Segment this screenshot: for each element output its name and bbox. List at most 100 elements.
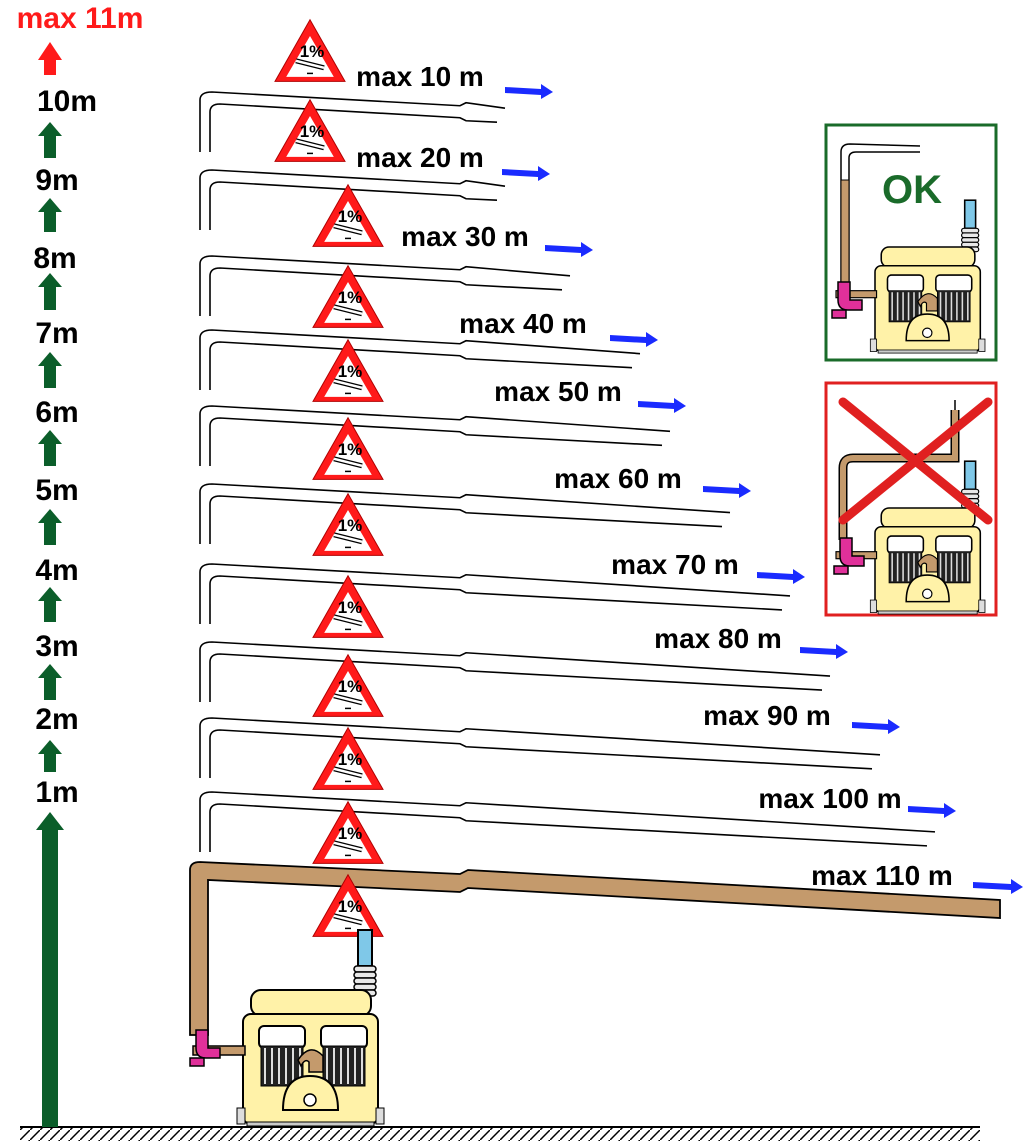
length-label: max 50 m <box>494 376 622 407</box>
pump-icon <box>835 199 986 354</box>
height-scale: max 11m 10m 9m 8m 7m 6m 5m 4m 3m 2m 1m <box>17 2 144 1127</box>
flow-direction-arrow <box>610 332 658 347</box>
height-label-6m: 6m <box>35 396 78 429</box>
height-arrow <box>38 430 62 466</box>
slope-warning-icon: 1% <box>312 183 384 247</box>
slope-percent: 1% <box>338 288 363 307</box>
slope-percent: 1% <box>338 207 363 226</box>
height-label-7m: 7m <box>35 317 78 350</box>
wrong-cross-icon <box>838 397 993 525</box>
length-label: max 100 m <box>758 783 901 814</box>
height-arrow <box>36 812 64 1127</box>
flow-direction-arrow <box>545 242 593 257</box>
pipe-elbow <box>189 1029 221 1067</box>
length-label: max 20 m <box>356 142 484 173</box>
slope-warning-icon: 1% <box>312 726 384 790</box>
height-arrow <box>38 273 62 310</box>
height-label-9m: 9m <box>35 164 78 197</box>
slope-percent: 1% <box>338 750 363 769</box>
length-label: max 90 m <box>703 700 831 731</box>
height-label-8m: 8m <box>33 242 76 275</box>
main-pump <box>189 929 385 1127</box>
length-label: max 30 m <box>401 221 529 252</box>
height-arrow <box>38 509 62 545</box>
slope-percent: 1% <box>338 362 363 381</box>
length-label: max 80 m <box>654 623 782 654</box>
pipe-runs: 1% max 10 m 1% max 20 m 1% max 30 m 1% max 40 m… <box>189 18 1023 1036</box>
pipe-outline <box>199 641 831 702</box>
pipe-run: 1% 1% max 110 m <box>189 800 1023 1036</box>
slope-percent: 1% <box>300 42 325 61</box>
pipe-outline <box>199 91 506 152</box>
slope-warning-icon: 1% <box>312 264 384 328</box>
pipe-outline <box>199 791 936 852</box>
pipe-run: 1% max 20 m <box>199 98 550 230</box>
slope-warning-icon: 1% <box>312 416 384 480</box>
slope-warning-icon: 1% <box>312 338 384 402</box>
pipe-run: 1% max 100 m <box>199 726 956 852</box>
height-label-2m: 2m <box>35 703 78 736</box>
height-arrow <box>38 122 62 158</box>
length-label: max 110 m <box>811 860 953 891</box>
height-arrow <box>38 587 62 622</box>
slope-warning-icon: 1% <box>312 492 384 556</box>
ok-label: OK <box>882 168 942 212</box>
flow-direction-arrow <box>908 803 956 818</box>
max-height-label: max 11m <box>17 2 144 35</box>
height-label-10m: 10m <box>37 85 97 118</box>
pipe-run: 1% max 50 m <box>199 338 686 466</box>
slope-percent: 1% <box>338 824 363 843</box>
height-arrow <box>38 352 62 388</box>
max-height-arrow <box>38 42 62 75</box>
flow-direction-arrow <box>638 398 686 413</box>
pipe-outline <box>199 563 791 624</box>
pipe-run: 1% max 70 m <box>199 492 805 624</box>
slope-percent: 1% <box>338 897 363 916</box>
length-label: max 70 m <box>611 549 739 580</box>
pipe-run: 1% max 30 m <box>199 183 593 316</box>
pipe-outline <box>199 255 571 316</box>
slope-warning-icon: 1% <box>312 653 384 717</box>
length-label: max 40 m <box>459 308 587 339</box>
flow-direction-arrow <box>973 879 1023 894</box>
pipe-elbow <box>831 281 863 319</box>
flow-direction-arrow <box>505 84 553 99</box>
flow-direction-arrow <box>757 569 805 584</box>
slope-warning-icon: 1% <box>312 873 384 937</box>
slope-percent: 1% <box>300 122 325 141</box>
slope-warning-icon: 1% <box>312 800 384 864</box>
pipe-run: 1% max 60 m <box>199 416 751 544</box>
slope-warning-icon: 1% <box>312 574 384 638</box>
height-arrow <box>38 198 62 232</box>
length-label: max 60 m <box>554 463 682 494</box>
slope-percent: 1% <box>338 440 363 459</box>
pipe-outline <box>199 717 881 778</box>
height-label-4m: 4m <box>35 554 78 587</box>
pipe-installed <box>189 861 1001 1036</box>
slope-warning-icon: 1% <box>274 18 346 82</box>
height-label-5m: 5m <box>35 474 78 507</box>
pipe-run: 1% max 40 m <box>199 264 658 390</box>
flow-direction-arrow <box>703 483 751 498</box>
height-arrow <box>38 664 62 700</box>
flow-direction-arrow <box>852 719 900 734</box>
slope-warning-icon: 1% <box>274 98 346 162</box>
slope-percent: 1% <box>338 516 363 535</box>
flow-direction-arrow <box>800 644 848 659</box>
flow-direction-arrow <box>502 166 550 181</box>
pipe-outline <box>199 483 731 544</box>
pump-icon <box>835 460 986 615</box>
ok-panel-pump <box>831 143 986 354</box>
ok-panel: OK <box>824 123 998 362</box>
pipe-run: 1% max 90 m <box>199 653 900 778</box>
wrong-panel-pump <box>833 400 986 615</box>
pipe-run: 1% max 10 m <box>199 18 553 152</box>
height-label-3m: 3m <box>35 630 78 663</box>
height-label-1m: 1m <box>35 776 78 809</box>
pipe-elbow <box>833 537 865 575</box>
length-label: max 10 m <box>356 61 484 92</box>
height-arrow <box>38 740 62 772</box>
slope-percent: 1% <box>338 677 363 696</box>
pipe-outline <box>199 405 671 466</box>
